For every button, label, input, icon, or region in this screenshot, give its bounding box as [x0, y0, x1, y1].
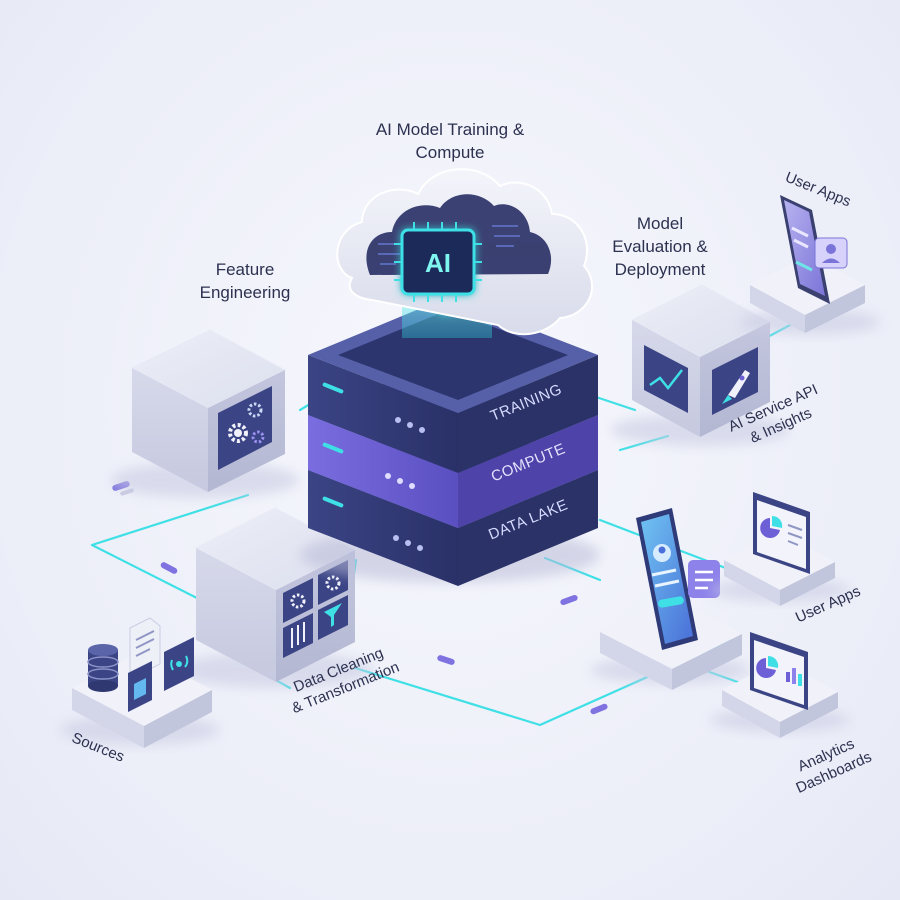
- analytics-window-icon: [750, 632, 808, 710]
- label-model-evaluation-text: Model Evaluation & Deployment: [612, 214, 708, 279]
- label-feature-engineering: Feature Engineering: [190, 258, 300, 304]
- dashboard-window-icon: [753, 492, 810, 574]
- user-apps-top: [740, 195, 880, 335]
- filter-icon: [324, 603, 342, 627]
- code-lines: [378, 225, 520, 265]
- file-icon: [128, 661, 152, 712]
- server-training: TRAINING: [308, 297, 598, 473]
- user-apps-mid: [710, 492, 850, 606]
- chart-panel: [644, 345, 688, 413]
- data-cleaning-cube: [175, 507, 375, 688]
- packet: [560, 594, 578, 606]
- sources-platform: [60, 617, 220, 748]
- phone-icon: [636, 508, 698, 650]
- profile-card-icon: [814, 237, 848, 269]
- packet: [590, 703, 608, 715]
- rocket-icon: [722, 370, 750, 404]
- ai-chip-icon: AI: [394, 222, 482, 302]
- document-icon: [129, 617, 161, 680]
- sliders-icon: [291, 622, 305, 648]
- feature-engineering-cube: [110, 329, 300, 498]
- gear-icon: [325, 575, 341, 591]
- rocket-panel: [712, 347, 758, 415]
- packet: [437, 655, 455, 665]
- label-training-compute-text: AI Model Training & Compute: [375, 120, 525, 162]
- pie-chart-icon: [756, 658, 776, 678]
- label-model-evaluation: Model Evaluation & Deployment: [590, 212, 730, 281]
- ai-chip-label: AI: [425, 248, 451, 278]
- label-training-compute: AI Model Training & Compute: [340, 118, 560, 164]
- analytics-platform: [710, 632, 850, 738]
- pie-chart-icon: [760, 518, 780, 538]
- phone-icon: [780, 195, 830, 304]
- signal-icon: [164, 637, 194, 691]
- packet: [160, 562, 178, 574]
- gear-icon: [228, 402, 265, 444]
- database-icon: [87, 644, 119, 692]
- ai-cloud: AI: [336, 168, 594, 336]
- trend-chart-icon: [649, 369, 683, 391]
- label-feature-engineering-text: Feature Engineering: [199, 260, 291, 302]
- mobile-app-platform: [590, 508, 750, 690]
- model-evaluation-cube: [610, 284, 790, 446]
- gear-icon: [290, 593, 306, 609]
